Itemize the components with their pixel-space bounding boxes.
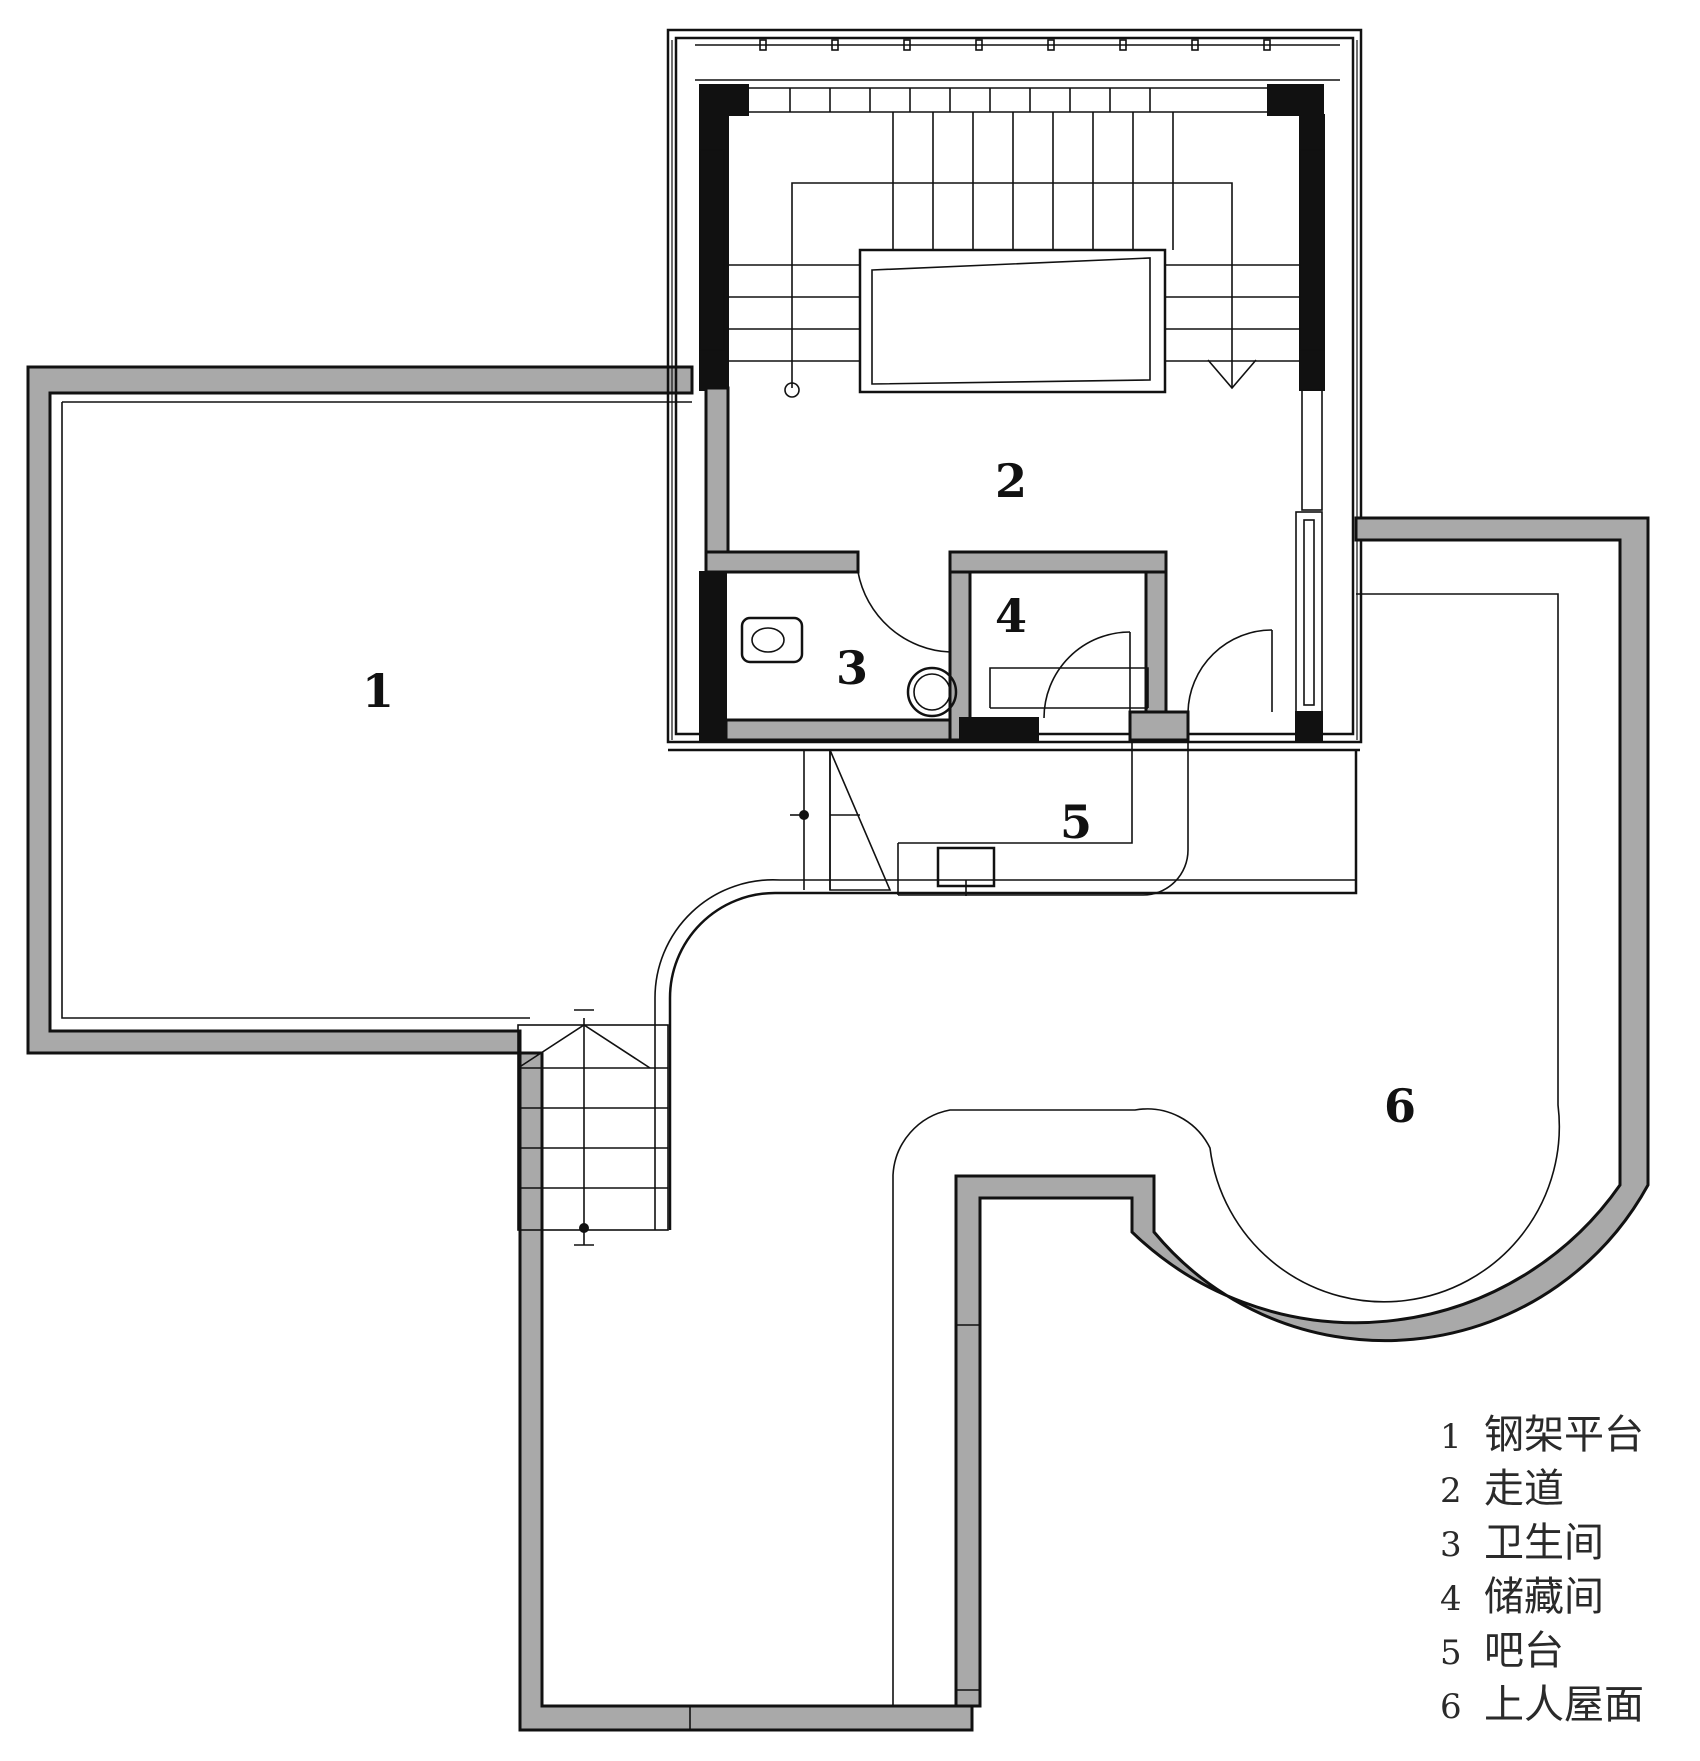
room-number-4: 4 bbox=[995, 589, 1027, 643]
legend-item: 2 走道 bbox=[1440, 1462, 1690, 1516]
legend-item: 6 上人屋面 bbox=[1440, 1678, 1690, 1732]
legend-number: 3 bbox=[1440, 1525, 1462, 1565]
room-number-2: 2 bbox=[995, 454, 1027, 508]
legend-number: 1 bbox=[1440, 1417, 1462, 1457]
rail-posts bbox=[759, 39, 1271, 51]
legend-number: 2 bbox=[1440, 1471, 1462, 1511]
legend-number: 5 bbox=[1440, 1633, 1462, 1673]
legend-item: 4 储藏间 bbox=[1440, 1570, 1690, 1624]
legend-item: 5 吧台 bbox=[1440, 1624, 1690, 1678]
tower-stairs bbox=[728, 112, 1300, 398]
corridor-walls bbox=[699, 386, 1323, 742]
roof-inner-lines bbox=[654, 593, 1561, 1706]
legend-number: 6 bbox=[1440, 1687, 1462, 1727]
top-cabinet-dividers bbox=[789, 88, 1151, 112]
room-number-5: 5 bbox=[1060, 795, 1092, 849]
legend-label: 上人屋面 bbox=[1484, 1682, 1644, 1728]
exterior-stair bbox=[517, 1009, 669, 1246]
room-legend: 1 钢架平台 2 走道 3 卫生间 4 储藏间 5 吧台 6 上人屋面 bbox=[1440, 1408, 1690, 1732]
roof-walls bbox=[689, 516, 1650, 1730]
legend-label: 走道 bbox=[1484, 1466, 1564, 1512]
room-number-3: 3 bbox=[836, 641, 868, 695]
legend-label: 储藏间 bbox=[1484, 1574, 1604, 1620]
room-number-1: 1 bbox=[362, 664, 394, 718]
bar-counter bbox=[668, 740, 1360, 896]
legend-item: 3 卫生间 bbox=[1440, 1516, 1690, 1570]
legend-label: 钢架平台 bbox=[1484, 1412, 1644, 1458]
storage-fixtures bbox=[989, 629, 1273, 719]
legend-item: 1 钢架平台 bbox=[1440, 1408, 1690, 1462]
stair-tower bbox=[666, 28, 1363, 744]
room-number-6: 6 bbox=[1384, 1079, 1416, 1133]
bathroom-fixtures bbox=[740, 571, 958, 718]
legend-label: 卫生间 bbox=[1484, 1520, 1604, 1566]
legend-label: 吧台 bbox=[1484, 1628, 1564, 1674]
legend-number: 4 bbox=[1440, 1579, 1462, 1619]
